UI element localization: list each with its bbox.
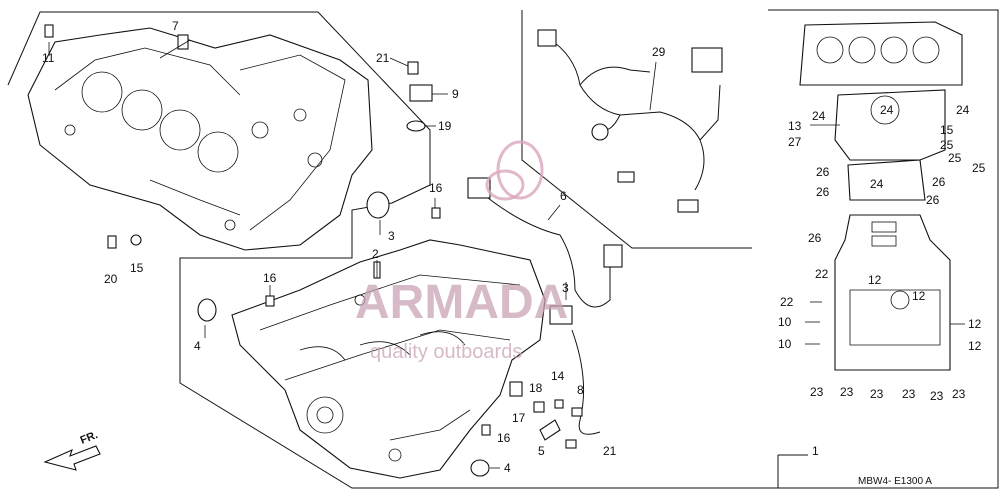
callout-23-b: 23 xyxy=(840,385,854,399)
callout-4-b: 4 xyxy=(504,461,511,475)
callout-26-b: 26 xyxy=(816,185,830,199)
callout-24-a: 24 xyxy=(812,109,826,123)
callout-24-d: 24 xyxy=(870,177,884,191)
front-direction-arrow: FR. xyxy=(43,429,101,471)
callout-labels: 11 7 21 9 19 3 16 2 16 6 3 29 20 15 4 18… xyxy=(42,19,986,487)
small-parts xyxy=(44,24,583,477)
callout-24-c: 24 xyxy=(956,103,970,117)
callout-16-b: 16 xyxy=(263,271,277,285)
wire-harness xyxy=(537,29,723,213)
callout-21-b: 21 xyxy=(603,444,617,458)
callout-23-f: 23 xyxy=(952,387,966,401)
callout-23-c: 23 xyxy=(870,387,884,401)
callout-22-b: 22 xyxy=(780,295,794,309)
callout-25-c: 25 xyxy=(972,161,986,175)
callout-25-a: 25 xyxy=(940,138,954,152)
callout-26-d: 26 xyxy=(926,193,940,207)
callout-11: 11 xyxy=(42,51,55,65)
callout-6: 6 xyxy=(560,189,567,203)
callout-24-b: 24 xyxy=(880,103,894,117)
callout-12-c: 12 xyxy=(968,317,982,331)
direction-label: FR. xyxy=(79,429,100,447)
callout-16-a: 16 xyxy=(429,181,443,195)
callout-22-a: 22 xyxy=(815,267,829,281)
callout-17: 17 xyxy=(512,411,526,425)
callout-4-a: 4 xyxy=(194,339,201,353)
callout-20: 20 xyxy=(104,272,118,286)
oil-pan-assembly xyxy=(799,21,963,371)
callout-23-d: 23 xyxy=(902,387,916,401)
callout-27: 27 xyxy=(788,135,802,149)
callout-3: 3 xyxy=(388,229,395,243)
callout-2: 2 xyxy=(372,247,379,261)
sensor-harness xyxy=(467,177,623,435)
watermark: ARMADA quality outboards xyxy=(355,140,568,363)
callout-10-b: 10 xyxy=(778,337,792,351)
callout-23-a: 23 xyxy=(810,385,824,399)
upper-crankcase xyxy=(27,27,373,251)
callout-26-c: 26 xyxy=(932,175,946,189)
callout-13: 13 xyxy=(788,119,802,133)
callout-29: 29 xyxy=(652,45,666,59)
callout-26-e: 26 xyxy=(808,231,822,245)
callout-21: 21 xyxy=(376,51,390,65)
callout-26-a: 26 xyxy=(816,165,830,179)
callout-5: 5 xyxy=(538,444,545,458)
callout-25-b: 25 xyxy=(948,151,962,165)
callout-19: 19 xyxy=(438,119,452,133)
callout-10-a: 10 xyxy=(778,315,792,329)
callout-12-d: 12 xyxy=(968,339,982,353)
callout-3-b: 3 xyxy=(562,281,569,295)
watermark-brand: ARMADA xyxy=(355,276,568,329)
watermark-tagline: quality outboards xyxy=(370,341,522,363)
callout-1: 1 xyxy=(812,444,819,458)
callout-14: 14 xyxy=(551,369,565,383)
callout-12-b: 12 xyxy=(912,289,926,303)
callout-15-b: 15 xyxy=(940,123,954,137)
callout-8: 8 xyxy=(577,383,584,397)
callout-16-c: 16 xyxy=(497,431,511,445)
callout-7: 7 xyxy=(172,19,179,33)
callout-12-a: 12 xyxy=(868,273,882,287)
callout-9: 9 xyxy=(452,87,459,101)
leader-lines xyxy=(48,39,965,469)
lower-crankcase xyxy=(231,239,546,479)
callout-18: 18 xyxy=(529,381,543,395)
diagram-code: MBW4- E1300 A xyxy=(858,476,932,487)
callout-23-e: 23 xyxy=(930,389,944,403)
callout-15-a: 15 xyxy=(130,261,144,275)
